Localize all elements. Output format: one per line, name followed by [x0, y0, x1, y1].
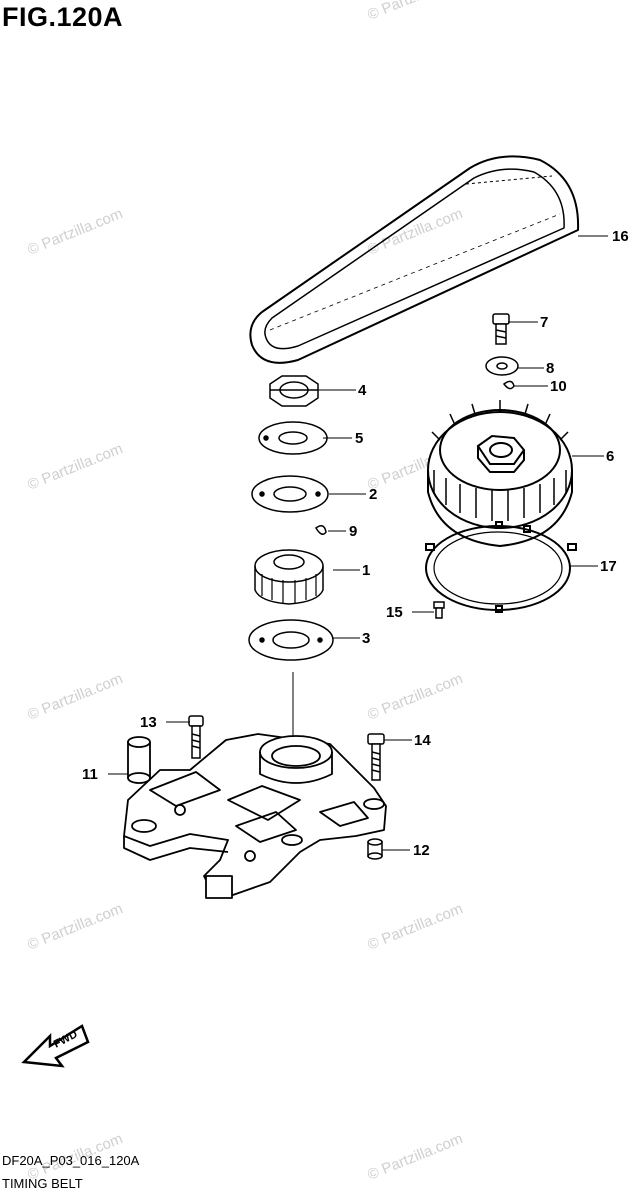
- watermark-11: © Partzilla.com: [365, 1130, 465, 1184]
- callout-16: 16: [612, 228, 629, 245]
- key-10: [502, 380, 515, 390]
- ring-plate-17: [425, 521, 577, 613]
- callout-6: 6: [606, 448, 614, 465]
- watermark-7: © Partzilla.com: [365, 670, 465, 724]
- callout-12: 12: [413, 842, 430, 859]
- callout-17: 17: [600, 558, 617, 575]
- callout-15: 15: [386, 604, 403, 621]
- watermark-9: © Partzilla.com: [365, 900, 465, 954]
- callout-1: 1: [362, 562, 370, 579]
- timing-belt: [249, 155, 580, 364]
- figure-code: DF20A_P03_016_120A: [2, 1153, 140, 1168]
- guide-plate-3: [248, 619, 334, 661]
- callout-4: 4: [358, 382, 367, 399]
- crankshaft-pulley-1: [254, 549, 324, 605]
- guide-plate-2: [251, 475, 329, 513]
- bracket-11: [123, 733, 387, 899]
- callout-13: 13: [140, 714, 157, 731]
- watermarks: © Partzilla.com © Partzilla.com © Partzi…: [25, 0, 465, 1184]
- screw-15: [433, 601, 445, 619]
- bolt-13: [188, 715, 204, 759]
- callout-7: 7: [540, 314, 548, 331]
- figure-title: FIG.120A: [2, 2, 124, 32]
- watermark-6: © Partzilla.com: [25, 670, 125, 724]
- watermark-2: © Partzilla.com: [25, 205, 125, 259]
- callout-11: 11: [82, 766, 98, 783]
- bolt-7: [492, 313, 510, 345]
- watermark-1: © Partzilla.com: [365, 0, 465, 24]
- watermark-8: © Partzilla.com: [25, 900, 125, 954]
- forward-arrow-icon: FWD: [21, 1024, 90, 1068]
- callout-3: 3: [362, 630, 370, 647]
- callout-14: 14: [414, 732, 431, 749]
- nut-4: [269, 375, 319, 407]
- dowel-12: [367, 838, 383, 860]
- callout-numbers: 1 2 3 4 5 6 7 8 9 10 11 12 13 14 15 16 1…: [82, 228, 629, 859]
- callout-8: 8: [546, 360, 554, 377]
- callout-leaders: [108, 235, 608, 851]
- washer-8: [485, 356, 519, 376]
- callout-5: 5: [355, 430, 363, 447]
- figure-name: TIMING BELT: [2, 1176, 83, 1191]
- bolt-14: [367, 733, 385, 781]
- callout-2: 2: [369, 486, 377, 503]
- guide-plate-5: [258, 421, 328, 455]
- watermark-4: © Partzilla.com: [25, 440, 125, 494]
- callout-10: 10: [550, 378, 567, 395]
- callout-9: 9: [349, 523, 357, 540]
- key-9: [315, 525, 327, 535]
- camshaft-pulley-6: [427, 400, 573, 548]
- watermark-3: © Partzilla.com: [365, 205, 465, 259]
